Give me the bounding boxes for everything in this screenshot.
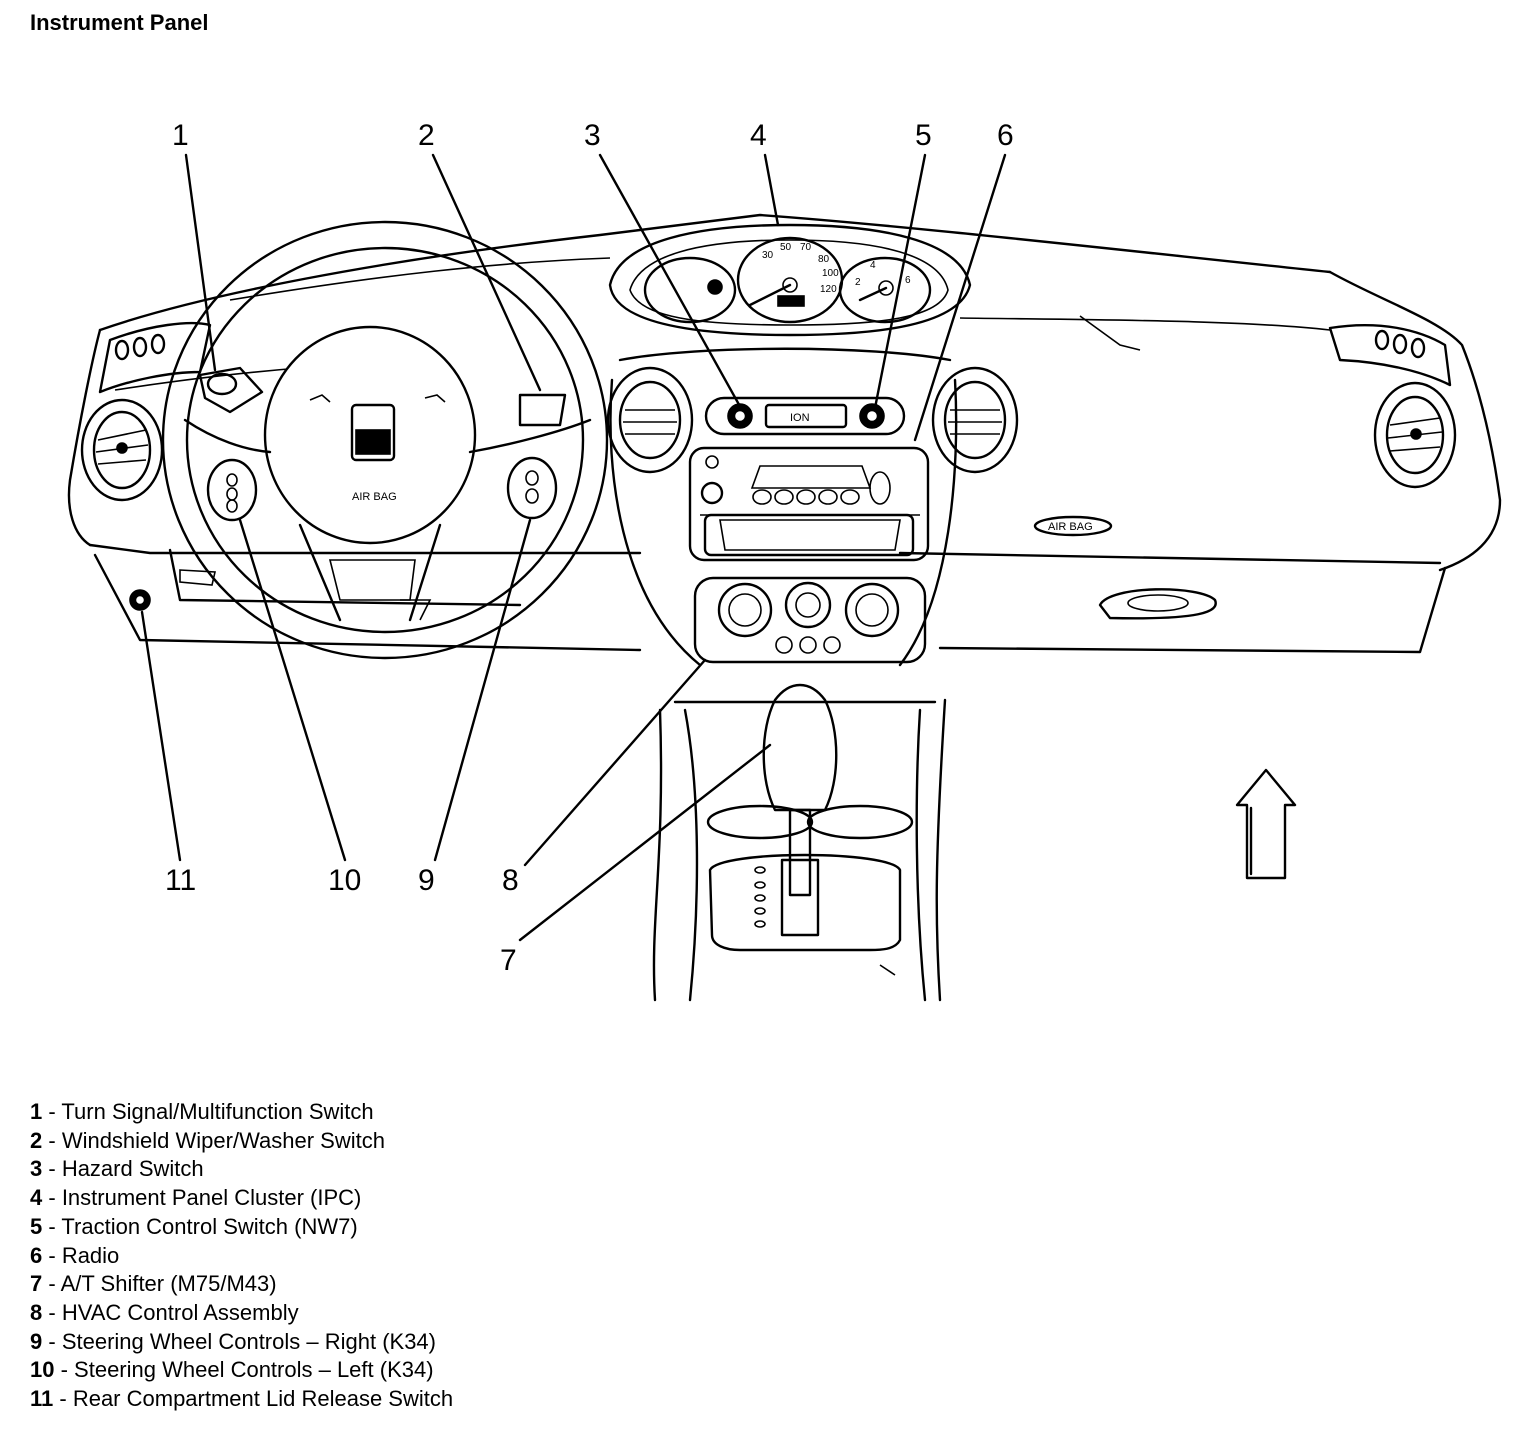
legend-text: Instrument Panel Cluster (IPC) bbox=[61, 1185, 362, 1211]
legend-item: 10 - Steering Wheel Controls – Left (K34… bbox=[30, 1357, 434, 1383]
right-side-vent bbox=[1328, 323, 1457, 489]
passenger-side: AIR BAG bbox=[129, 515, 1217, 620]
legend-num: 1 bbox=[30, 1099, 43, 1124]
legend-text: HVAC Control Assembly bbox=[61, 1299, 299, 1325]
callout-5: 5 bbox=[915, 119, 932, 152]
legend-item: 9 - Steering Wheel Controls – Right (K34… bbox=[30, 1328, 436, 1354]
legend-text: Steering Wheel Controls – Left (K34) bbox=[74, 1357, 434, 1383]
legend-num: 4 bbox=[30, 1185, 43, 1211]
legend-num: 6 bbox=[30, 1242, 43, 1268]
legend-num: 5 bbox=[30, 1213, 43, 1239]
legend-item: 1 - Turn Signal/Multifunction Switch bbox=[30, 1099, 374, 1124]
steering-airbag-label: AIR BAG bbox=[352, 491, 397, 503]
steering-wheel: AIR BAG bbox=[161, 220, 609, 660]
callout-numbers: 1 2 3 4 5 6 7 8 9 10 11 bbox=[165, 119, 1014, 977]
callout-1: 1 bbox=[172, 119, 189, 152]
svg-text:30: 30 bbox=[762, 250, 774, 261]
legend-item: 4 - Instrument Panel Cluster (IPC) bbox=[30, 1185, 362, 1211]
ion-badge: ION bbox=[790, 412, 810, 424]
center-stack: ION bbox=[606, 347, 1019, 667]
legend-num: 8 bbox=[30, 1299, 43, 1325]
right-wheel-controls bbox=[506, 456, 558, 520]
legend-num: 9 bbox=[30, 1328, 43, 1354]
callout-8: 8 bbox=[502, 864, 519, 897]
legend-text: Turn Signal/Multifunction Switch bbox=[61, 1099, 374, 1124]
svg-text:120: 120 bbox=[820, 284, 837, 295]
legend-item: 11 - Rear Compartment Lid Release Switch bbox=[30, 1386, 454, 1412]
legend-num: 3 bbox=[30, 1156, 43, 1182]
svg-text:6: 6 bbox=[905, 275, 911, 286]
instrument-cluster: 30 50 70 80 100 120 42 6 bbox=[608, 223, 972, 337]
legend-text: Radio bbox=[61, 1242, 120, 1268]
callout-11: 11 bbox=[165, 864, 196, 897]
passenger-airbag-label: AIR BAG bbox=[1048, 521, 1093, 533]
legend-num: 2 bbox=[30, 1127, 43, 1153]
legend-text: Windshield Wiper/Washer Switch bbox=[61, 1127, 385, 1153]
center-console bbox=[652, 683, 947, 1002]
legend-text: Hazard Switch bbox=[61, 1156, 204, 1182]
legend-item: 7 - A/T Shifter (M75/M43) bbox=[30, 1271, 277, 1297]
svg-text:4: 4 bbox=[870, 260, 876, 271]
callout-9: 9 bbox=[418, 864, 435, 897]
svg-text:70: 70 bbox=[800, 242, 812, 253]
forward-arrow-icon bbox=[1235, 768, 1297, 880]
callout-7: 7 bbox=[500, 944, 517, 977]
callout-6: 6 bbox=[997, 119, 1014, 152]
legend-list: 1 - Turn Signal/Multifunction Switch 2 -… bbox=[30, 1098, 453, 1414]
legend-text: Rear Compartment Lid Release Switch bbox=[72, 1386, 454, 1412]
callout-4: 4 bbox=[750, 119, 767, 152]
legend-item: 6 - Radio bbox=[30, 1242, 120, 1268]
svg-text:80: 80 bbox=[818, 254, 830, 265]
callout-2: 2 bbox=[418, 119, 435, 152]
left-wheel-controls bbox=[206, 458, 258, 522]
legend-num: 11 bbox=[30, 1386, 54, 1412]
legend-item: 8 - HVAC Control Assembly bbox=[30, 1299, 299, 1325]
leader-lines bbox=[140, 153, 1007, 942]
svg-text:100: 100 bbox=[822, 268, 839, 279]
callout-3: 3 bbox=[584, 119, 601, 152]
svg-text:2: 2 bbox=[855, 277, 861, 288]
svg-text:50: 50 bbox=[780, 242, 792, 253]
legend-num: 10 bbox=[30, 1357, 55, 1383]
legend-text: Traction Control Switch (NW7) bbox=[61, 1213, 358, 1239]
legend-item: 3 - Hazard Switch bbox=[30, 1156, 204, 1182]
legend-num: 7 bbox=[30, 1271, 43, 1297]
callout-10: 10 bbox=[328, 864, 361, 897]
page-title: Instrument Panel bbox=[30, 10, 209, 35]
legend-item: 5 - Traction Control Switch (NW7) bbox=[30, 1213, 358, 1239]
legend-item: 2 - Windshield Wiper/Washer Switch bbox=[30, 1127, 385, 1153]
legend-text: Steering Wheel Controls – Right (K34) bbox=[61, 1328, 436, 1354]
legend-text: A/T Shifter (M75/M43) bbox=[60, 1271, 277, 1297]
